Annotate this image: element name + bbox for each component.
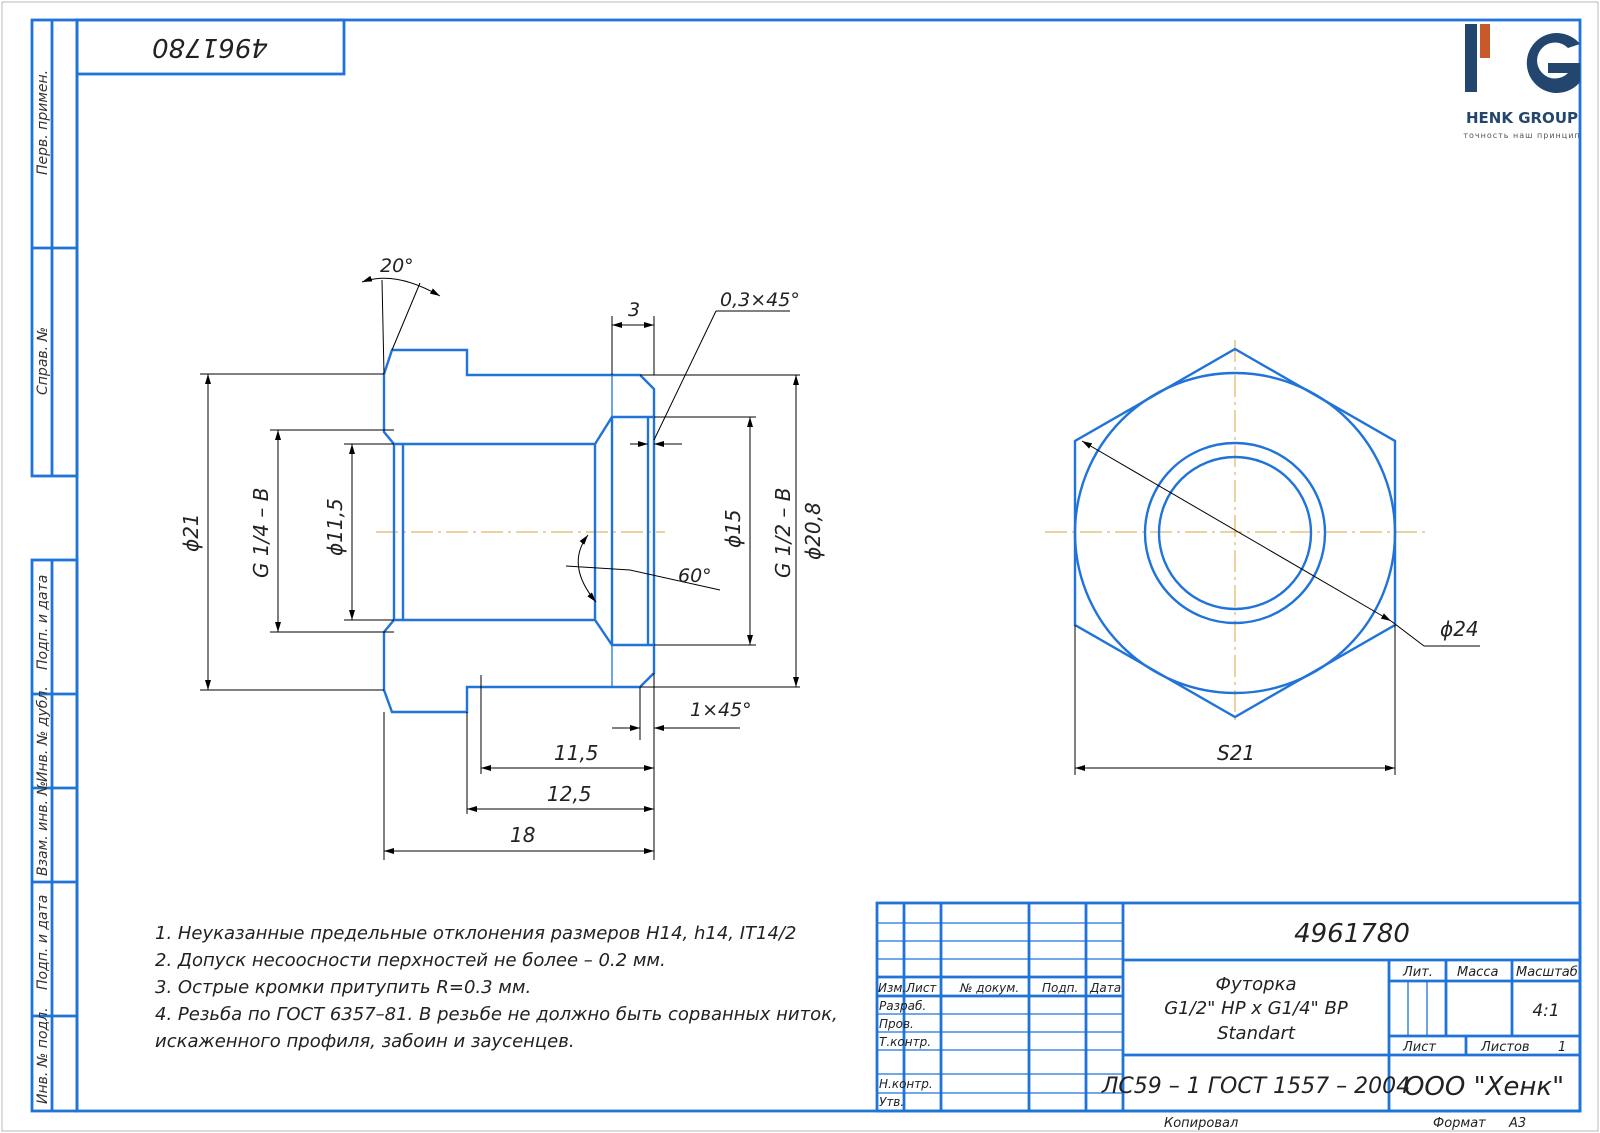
side-label-inv-dubl: Инв. № дубл. bbox=[35, 686, 51, 782]
dim-len-18: 18 bbox=[510, 823, 535, 847]
note-1: 1. Неуказанные предельные отклонения раз… bbox=[155, 923, 796, 944]
tb-listov-value: 1 bbox=[1558, 1040, 1566, 1055]
dim-dia-20-8: ϕ20,8 bbox=[801, 502, 825, 560]
tb-name-line3: Standart bbox=[1217, 1023, 1296, 1044]
tb-name-line2: G1/2" НР х G1/4" ВР bbox=[1164, 998, 1348, 1019]
top-code-box: 4961780 bbox=[75, 18, 346, 76]
tb-list: Лист bbox=[1402, 1040, 1436, 1055]
logo-tagline: точность наш принцип bbox=[1463, 131, 1580, 140]
section-view: 20° 3 0,3×45° ϕ21 G 1/4 – B ϕ11,5 ϕ15 bbox=[179, 255, 825, 860]
dim-angle-60: 60° bbox=[678, 565, 712, 587]
tb-col-data: Дата bbox=[1089, 981, 1121, 995]
end-view: ϕ24 S21 bbox=[1045, 340, 1480, 775]
side-labels: Перв. примен. Справ. № Подп. и дата Инв.… bbox=[35, 70, 51, 1104]
dim-dia-21: ϕ21 bbox=[179, 513, 203, 552]
tb-col-podp: Подп. bbox=[1042, 981, 1078, 995]
side-label-perv-primen: Перв. примен. bbox=[35, 70, 51, 175]
side-label-vzam-inv: Взам. инв. № bbox=[35, 781, 51, 876]
tb-company: ООО "Хенк" bbox=[1404, 1072, 1564, 1102]
dim-thread-large: G 1/2 – B bbox=[771, 488, 795, 578]
note-2: 2. Допуск несоосности перхностей не боле… bbox=[155, 950, 666, 971]
tb-col-izm: Изм. bbox=[878, 981, 906, 995]
top-code-text: 4961780 bbox=[152, 32, 268, 62]
dim-len-12-5: 12,5 bbox=[547, 782, 592, 806]
dim-dia-11-5: ϕ11,5 bbox=[323, 498, 347, 556]
dim-width-3: 3 bbox=[628, 299, 640, 321]
tb-format-value: А3 bbox=[1508, 1116, 1526, 1131]
dim-dia-15: ϕ15 bbox=[721, 509, 745, 548]
tb-row-nkontr: Н.контр. bbox=[879, 1077, 933, 1091]
dim-chamfer-0-3: 0,3×45° bbox=[720, 289, 800, 311]
side-label-sprav-no: Справ. № bbox=[35, 327, 51, 395]
tb-doc-number: 4961780 bbox=[1294, 919, 1410, 949]
company-logo: HENK GROUP точность наш принцип bbox=[1463, 24, 1580, 140]
side-label-inv-podl: Инв. № подл. bbox=[35, 1007, 51, 1104]
tb-lit: Лит. bbox=[1402, 965, 1433, 980]
tb-kopiroval: Копировал bbox=[1164, 1116, 1238, 1131]
dim-chamfer-1: 1×45° bbox=[690, 699, 752, 721]
title-block: 4961780 Футорка G1/2" НР х G1/4" ВР Stan… bbox=[875, 901, 1582, 1113]
tb-row-utv: Утв. bbox=[879, 1095, 904, 1109]
tb-masshtab: Масштаб bbox=[1516, 965, 1578, 980]
tb-massa: Масса bbox=[1457, 965, 1498, 980]
tb-row-prov: Пров. bbox=[879, 1017, 914, 1031]
note-3: 3. Острые кромки притупить R=0.3 мм. bbox=[155, 977, 531, 998]
dim-angle-20: 20° bbox=[380, 255, 414, 277]
note-4-cont: искаженного профиля, забоин и заусенцев. bbox=[155, 1031, 575, 1052]
tb-scale-value: 4:1 bbox=[1532, 1001, 1559, 1021]
dim-hex-s21: S21 bbox=[1217, 741, 1255, 765]
lower-wall-hatch bbox=[382, 618, 656, 714]
dim-len-11-5: 11,5 bbox=[554, 741, 599, 765]
upper-wall-hatch bbox=[382, 348, 656, 446]
side-label-podp-data-2: Подп. и дата bbox=[35, 895, 51, 990]
logo-name: HENK GROUP bbox=[1466, 109, 1578, 127]
tb-col-dokum: № докум. bbox=[959, 981, 1019, 995]
left-binding-strip bbox=[30, 18, 79, 1113]
side-label-podp-data-1: Подп. и дата bbox=[35, 575, 51, 670]
dim-thread-small: G 1/4 – B bbox=[249, 488, 273, 578]
tb-name-line1: Футорка bbox=[1216, 974, 1297, 995]
note-4: 4. Резьба по ГОСТ 6357–81. В резьбе не д… bbox=[155, 1004, 838, 1025]
technical-notes: 1. Неуказанные предельные отклонения раз… bbox=[155, 923, 838, 1052]
tb-material: ЛС59 – 1 ГОСТ 1557 – 2004 bbox=[1101, 1074, 1410, 1099]
tb-listov: Листов bbox=[1480, 1040, 1530, 1055]
tb-row-tkontr: Т.контр. bbox=[879, 1035, 931, 1049]
tb-col-list: Лист bbox=[905, 981, 937, 995]
dim-dia-24: ϕ24 bbox=[1440, 617, 1479, 641]
tb-format: Формат bbox=[1433, 1116, 1486, 1131]
tb-row-razrab: Разраб. bbox=[879, 999, 926, 1013]
